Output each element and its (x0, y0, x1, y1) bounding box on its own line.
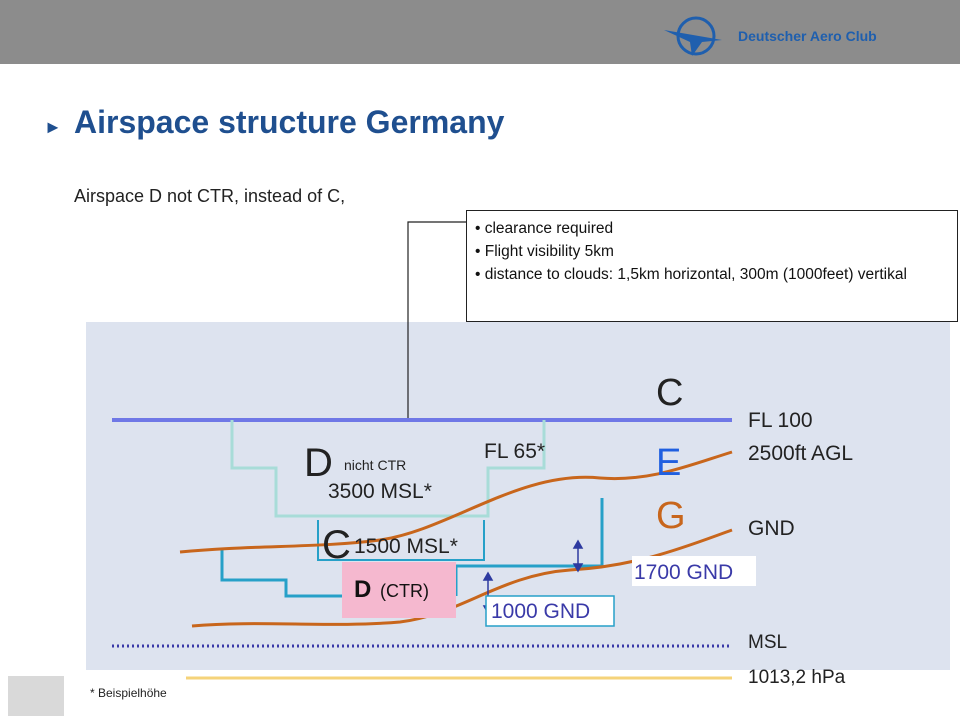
class-c-inner (317, 520, 485, 561)
subtitle: Airspace D not CTR, instead of C, (74, 186, 346, 206)
fl100-label: FL 100 (748, 409, 813, 432)
callout-box: clearance required Flight visibility 5km… (466, 210, 958, 322)
ctr-d-label: D (354, 576, 371, 603)
callout-item: Flight visibility 5km (475, 240, 949, 263)
airspace-d-outline (230, 420, 546, 518)
gnd1700-label: 1700 GND (634, 561, 733, 584)
msl3500-label: 3500 MSL* (328, 480, 432, 503)
gnd-curve (191, 528, 733, 628)
class-d-label: D (304, 441, 333, 485)
dac-logo-icon (664, 16, 722, 56)
class-d-sublabel: nicht CTR (344, 457, 406, 473)
brand-name: Deutscher Aero Club (738, 28, 877, 44)
arrow-1700 (572, 539, 584, 573)
class-c-top-label: C (656, 372, 683, 414)
callout-leader-line (407, 221, 466, 420)
ctr-label: (CTR) (380, 581, 429, 601)
msl1500-label: 1500 MSL* (354, 535, 458, 558)
agl2500-label: 2500ft AGL (748, 442, 853, 465)
page-number-box (8, 676, 64, 716)
ctr-box (342, 562, 456, 618)
gnd1000-box (485, 595, 615, 627)
footnote: * Beispielhöhe (90, 686, 167, 700)
gnd1000-label: 1000 GND (491, 600, 590, 623)
gnd1700-box (632, 556, 756, 586)
page-title: Airspace structure Germany (74, 104, 505, 140)
callout-item: distance to clouds: 1,5km horizontal, 30… (475, 263, 949, 286)
fl65-label: FL 65* (484, 440, 545, 463)
gnd-label: GND (748, 517, 795, 540)
hpa-label: 1013,2 hPa (748, 667, 846, 688)
title-bullet-icon: ► (44, 117, 62, 137)
header-bar (0, 0, 960, 64)
class-g-label: G (656, 495, 686, 537)
msl-label: MSL (748, 632, 787, 653)
class-c-low-label: C (322, 523, 351, 567)
class-e-label: E (656, 442, 681, 484)
callout-item: clearance required (475, 217, 949, 240)
agl2500-curve (179, 450, 733, 554)
class-c-outline (220, 550, 342, 598)
